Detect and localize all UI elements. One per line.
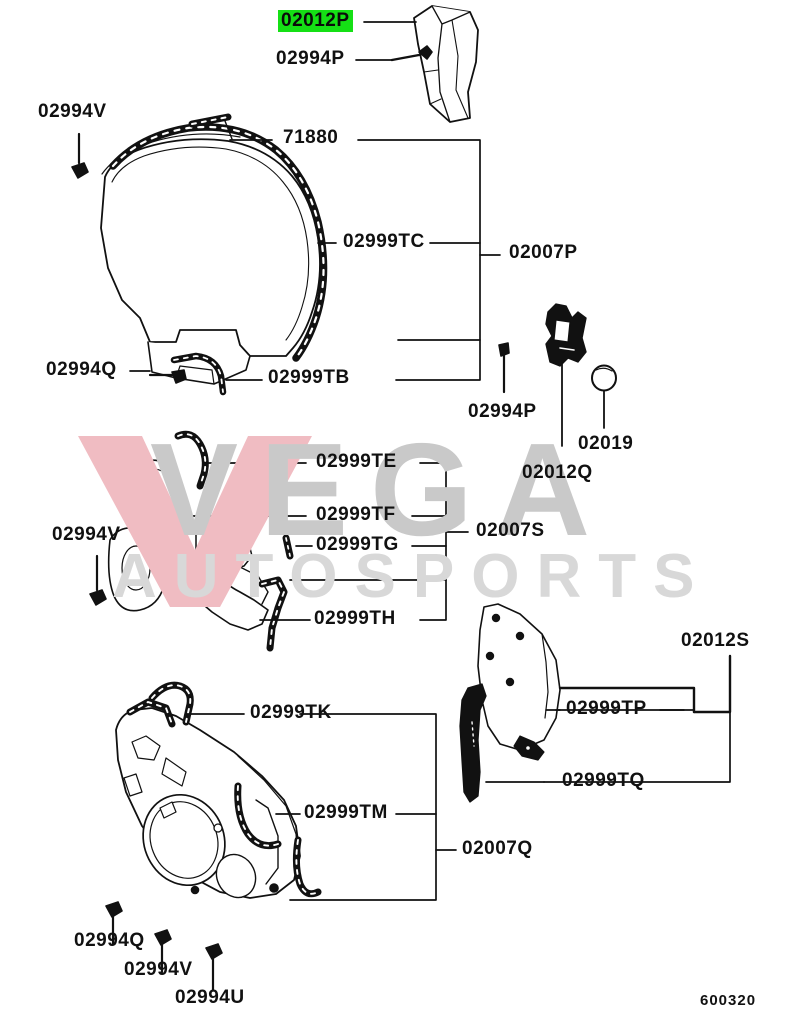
part-lower-j-gasket [292, 836, 322, 898]
part-02994q-upper-screw [148, 369, 187, 384]
part-02994v-top-screw [71, 132, 89, 179]
label-02994v-top[interactable]: 02994V [38, 101, 107, 122]
part-02994p-top-screw [390, 45, 433, 62]
label-02999tq[interactable]: 02999TQ [562, 770, 645, 791]
label-02994v-lower[interactable]: 02994V [124, 959, 193, 980]
label-02999tk[interactable]: 02999TK [250, 702, 332, 723]
part-02999tm-gasket [234, 782, 282, 850]
part-upper-timing-cover [100, 133, 321, 385]
label-02007s[interactable]: 02007S [476, 520, 545, 541]
part-lower-timing-cover [115, 707, 301, 899]
part-02012q-bracket [545, 303, 587, 447]
part-02999te-gasket [174, 430, 209, 490]
label-02999tp[interactable]: 02999TP [566, 698, 647, 719]
part-02019-grommet [591, 364, 617, 429]
part-02994v-lower-screw [154, 929, 172, 974]
label-02994u[interactable]: 02994U [175, 987, 245, 1008]
label-02994v-mid[interactable]: 02994V [52, 524, 121, 545]
label-02999tm[interactable]: 02999TM [304, 802, 388, 823]
label-02994p-mid[interactable]: 02994P [468, 401, 537, 422]
label-02994p-top[interactable]: 02994P [276, 48, 345, 69]
part-02999tc-gasket [109, 123, 328, 362]
label-02007p[interactable]: 02007P [509, 242, 578, 263]
part-02994p-mid-pin [498, 342, 510, 394]
label-02994q-upper[interactable]: 02994Q [46, 359, 117, 380]
label-02999te[interactable]: 02999TE [316, 451, 397, 472]
label-02012p[interactable]: 02012P [278, 10, 353, 32]
part-02994v-mid-screw [89, 554, 107, 606]
part-middle-cover [107, 459, 269, 631]
label-02999tg[interactable]: 02999TG [316, 534, 399, 555]
label-02999tf[interactable]: 02999TF [316, 504, 396, 525]
label-02007q[interactable]: 02007Q [462, 838, 533, 859]
part-02999tb-gasket [170, 352, 227, 396]
label-02999tb[interactable]: 02999TB [268, 367, 350, 388]
part-02999tg-bead [282, 534, 294, 560]
label-02999th[interactable]: 02999TH [314, 608, 396, 629]
label-02012q[interactable]: 02012Q [522, 462, 593, 483]
label-71880[interactable]: 71880 [283, 127, 339, 148]
part-02994q-lower-screw [105, 901, 123, 946]
part-02994u-lower-screw [205, 943, 223, 992]
part-02012p-bracket [413, 5, 479, 123]
part-71880-strip [188, 113, 232, 128]
label-02994q-lower[interactable]: 02994Q [74, 930, 145, 951]
figure-code: 600320 [700, 992, 757, 1009]
part-02999tq-rail [459, 683, 487, 803]
label-02999tc[interactable]: 02999TC [343, 231, 425, 252]
part-02999tk-gasket [126, 681, 194, 728]
part-02999tp-plate [477, 603, 561, 761]
label-02012s[interactable]: 02012S [681, 630, 750, 651]
label-02019[interactable]: 02019 [578, 433, 634, 454]
